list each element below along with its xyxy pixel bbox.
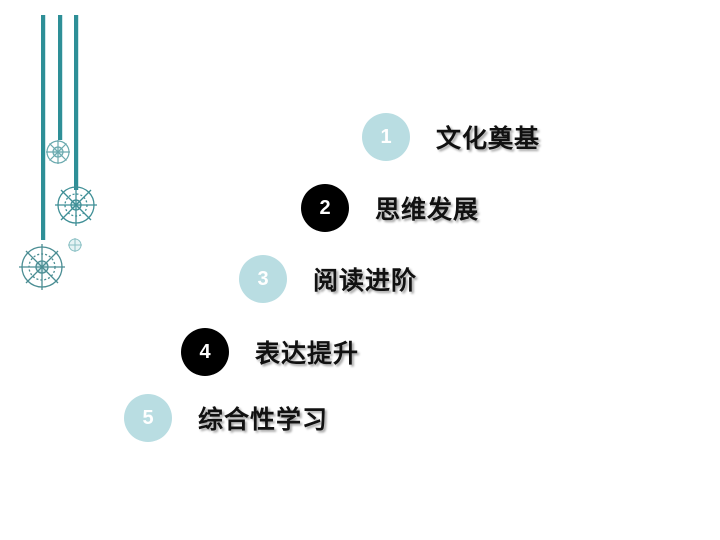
number-circle-1: 1 bbox=[362, 113, 410, 161]
list-item-1: 1 文化奠基 bbox=[362, 113, 540, 161]
item-label-2: 思维发展 bbox=[375, 195, 480, 224]
hanging-snowflake-ornaments-icon bbox=[19, 15, 97, 290]
list-item-3: 3 阅读进阶 bbox=[239, 255, 417, 303]
number-circle-2: 2 bbox=[301, 184, 349, 232]
item-label-1: 文化奠基 bbox=[436, 124, 541, 153]
number-circle-3: 3 bbox=[239, 255, 287, 303]
number-circle-5: 5 bbox=[124, 394, 172, 442]
item-label-4: 表达提升 bbox=[255, 339, 360, 368]
number-circle-4: 4 bbox=[181, 328, 229, 376]
list-item-5: 5 综合性学习 bbox=[124, 394, 328, 442]
item-label-3: 阅读进阶 bbox=[313, 266, 418, 295]
list-item-4: 4 表达提升 bbox=[181, 328, 359, 376]
item-label-5: 综合性学习 bbox=[198, 405, 329, 434]
list-item-2: 2 思维发展 bbox=[301, 184, 479, 232]
